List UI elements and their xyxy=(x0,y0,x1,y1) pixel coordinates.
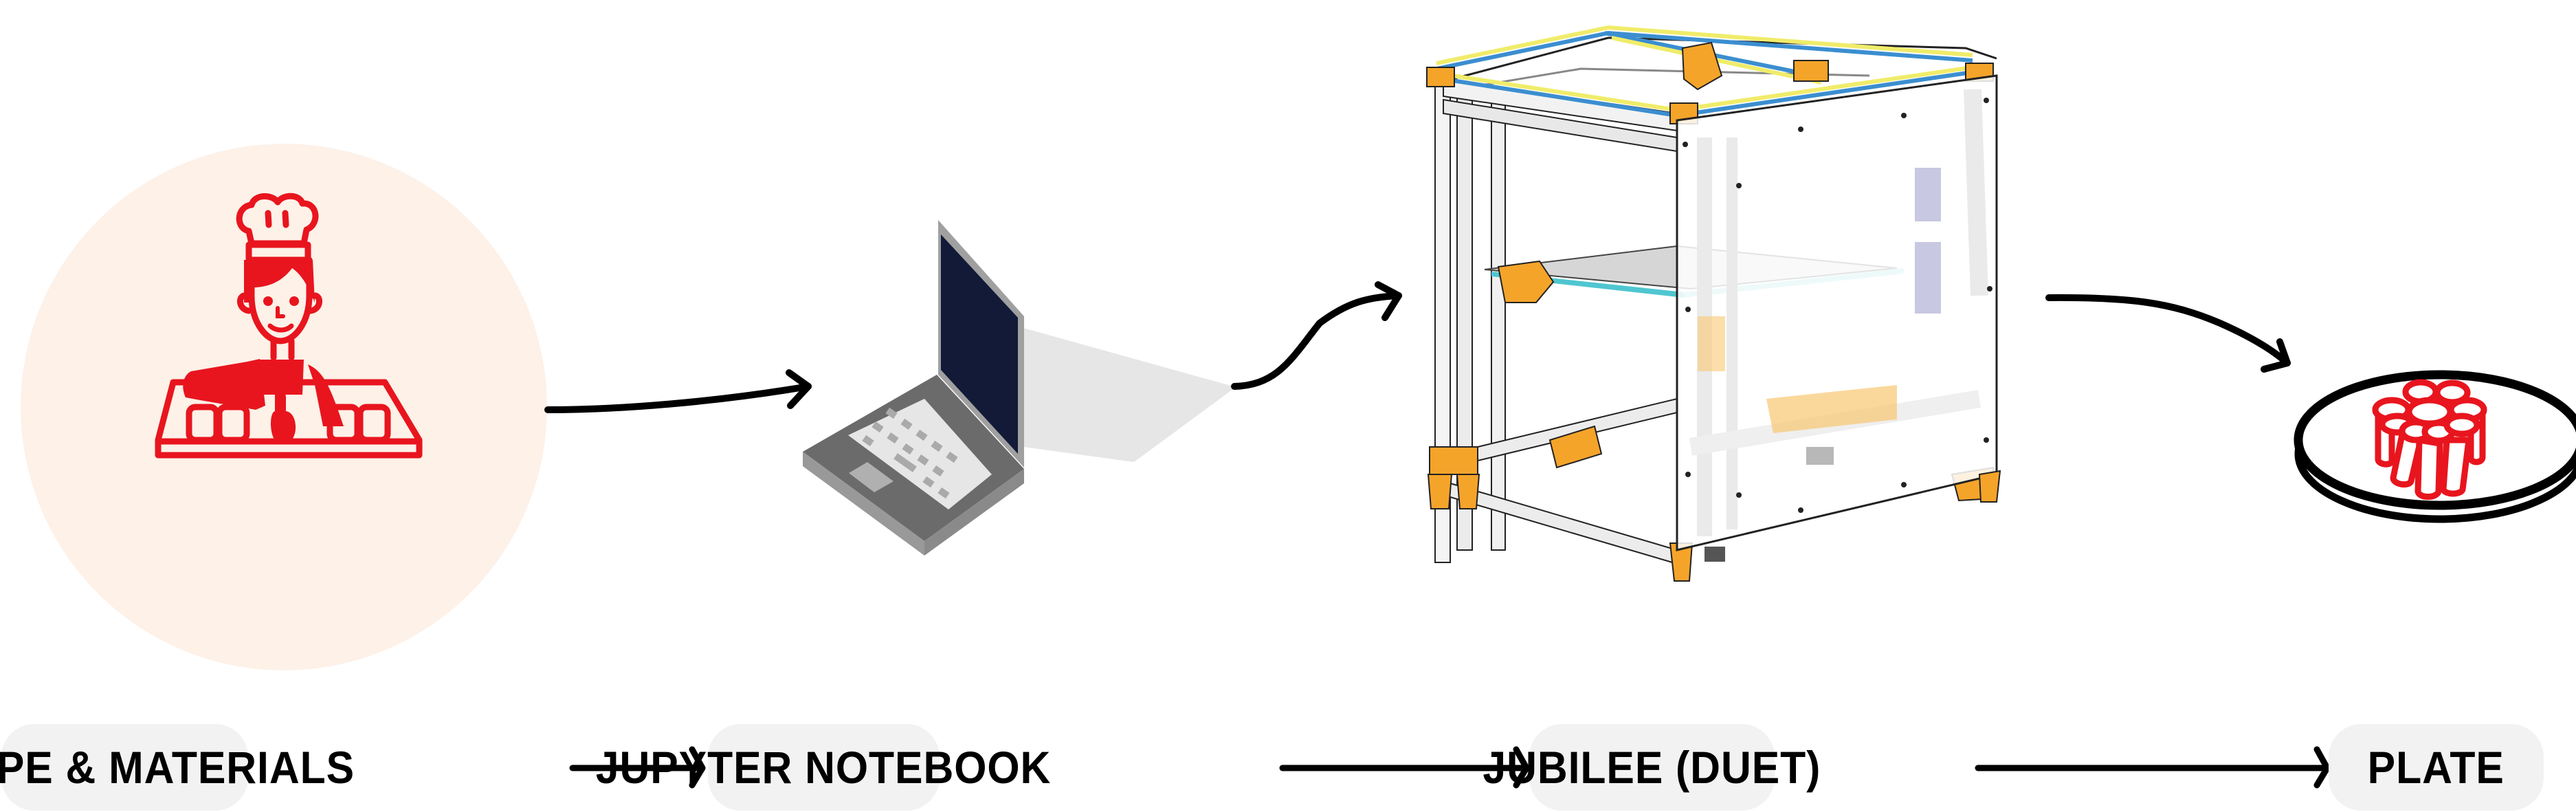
plate-with-flower-icon xyxy=(2294,370,2576,523)
stage-label-plate: PLATE xyxy=(2329,724,2544,811)
stage-label-plate-text: PLATE xyxy=(2367,742,2505,793)
arrow-notebook-to-jubilee xyxy=(1231,281,1402,390)
arrow-recipe-to-notebook xyxy=(544,369,812,413)
label-arrow-2 xyxy=(1279,746,1530,789)
stage-label-notebook: JUPYTER NOTEBOOK xyxy=(596,724,1051,811)
stage-label-recipe-text: RECIPE & MATERIALS xyxy=(0,742,355,793)
flower-food-icon xyxy=(2372,379,2487,500)
label-arrow-1 xyxy=(569,746,706,789)
laptop-touchpad xyxy=(849,462,893,492)
arrow-jubilee-to-plate xyxy=(2045,294,2291,373)
stage-label-notebook-text: JUPYTER NOTEBOOK xyxy=(596,742,1052,793)
stage-label-jubilee-text: JUBILEE (DUET) xyxy=(1483,742,1821,793)
printer-side-panel xyxy=(1676,74,1998,551)
laptop-shadow xyxy=(1023,328,1236,462)
laptop-screen xyxy=(941,234,1018,454)
chef-icon xyxy=(21,144,547,670)
stage-label-recipe: RECIPE & MATERIALS xyxy=(0,724,355,811)
3d-printer-icon xyxy=(1426,25,2001,582)
stage-label-jubilee: JUBILEE (DUET) xyxy=(1483,724,1821,811)
label-arrow-3 xyxy=(1975,746,2331,789)
laptop-keyboard xyxy=(848,399,992,509)
laptop-icon xyxy=(803,220,1236,556)
